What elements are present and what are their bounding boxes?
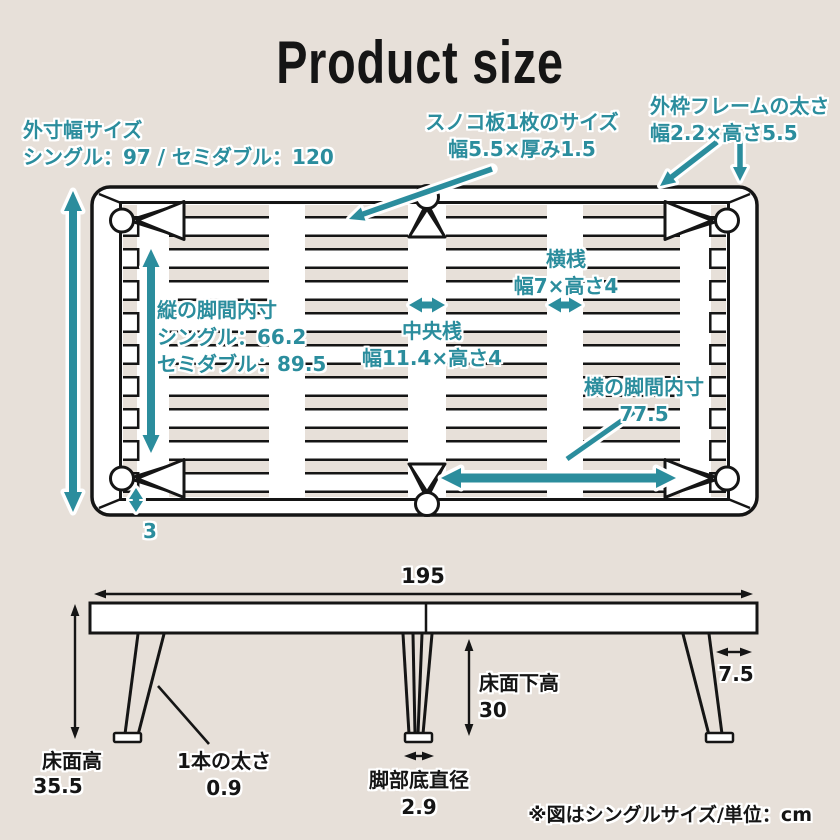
foot-diameter-label: 脚部底直径 2.9 (369, 767, 469, 821)
footnote: ※図はシングルサイズ/単位：cm (528, 804, 812, 826)
under-floor-height-label: 床面下高 30 (479, 670, 559, 724)
outer-frame-size-title: 外枠フレームの太さ (650, 94, 830, 118)
center-rail-title: 中央桟 (402, 319, 462, 343)
page-title: Product size (276, 29, 564, 96)
side-view-drawing (88, 601, 759, 744)
vertical-leg-span-semidouble: セミダブル：89.5 (157, 352, 327, 376)
leg-thickness-title: 1本の太さ (177, 749, 271, 773)
vertical-leg-span-label: 縦の脚間内寸 シングル：66.2 セミダブル：89.5 (157, 297, 326, 378)
length-label: 195 (401, 564, 445, 588)
horizontal-leg-span-label: 横の脚間内寸 77.5 (584, 374, 704, 428)
foot-diameter-value: 2.9 (401, 795, 437, 819)
leg-brackets (109, 184, 740, 517)
cross-rail-label: 横桟 幅7×高さ4 (514, 246, 619, 300)
foot-diameter-title: 脚部底直径 (369, 768, 469, 792)
horizontal-leg-span-title: 横の脚間内寸 (584, 375, 704, 399)
overhang-label: 7.5 (718, 662, 754, 686)
floor-height-label: 床面高 (42, 749, 102, 773)
top-view-drawing (90, 184, 759, 517)
floor-height-value: 35.5 (33, 774, 83, 798)
outer-width-size-value: シングル：97 / セミダブル：120 (23, 145, 334, 169)
slat-board-size-value: 幅5.5×厚み1.5 (448, 137, 596, 161)
center-rail-value: 幅11.4×高さ4 (361, 346, 503, 370)
outer-frame-size-value: 幅2.2×高さ5.5 (650, 121, 798, 145)
cross-rail-value: 幅7×高さ4 (513, 274, 619, 298)
leg-thickness-label: 1本の太さ 0.9 (177, 748, 271, 802)
leg-thickness-value: 0.9 (206, 776, 242, 800)
bottom-gap-label: 3 (143, 519, 157, 543)
vertical-leg-span-title: 縦の脚間内寸 (157, 298, 277, 322)
outer-width-size-title: 外寸幅サイズ (23, 118, 143, 142)
cross-rail-title: 横桟 (546, 247, 586, 271)
dimension-arrows (60, 135, 753, 761)
outer-width-size-label: 外寸幅サイズ シングル：97 / セミダブル：120 (23, 117, 334, 171)
outer-frame-size-label: 外枠フレームの太さ 幅2.2×高さ5.5 (650, 93, 829, 147)
under-floor-height-value: 30 (479, 698, 507, 722)
horizontal-leg-span-value: 77.5 (619, 402, 669, 426)
center-rail-label: 中央桟 幅11.4×高さ4 (362, 318, 502, 372)
under-floor-height-title: 床面下高 (479, 671, 559, 695)
slat-board-size-title: スノコ板1枚のサイズ (425, 110, 619, 134)
vertical-leg-span-single: シングル：66.2 (157, 325, 307, 349)
slat-board-size-label: スノコ板1枚のサイズ 幅5.5×厚み1.5 (425, 109, 618, 163)
